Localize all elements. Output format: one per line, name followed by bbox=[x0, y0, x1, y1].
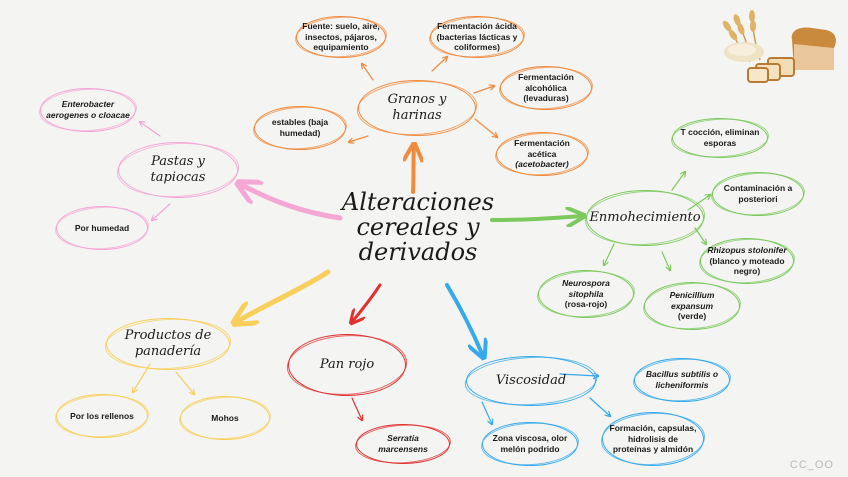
node-fuente[interactable]: Fuente: suelo, aire, insectos, pájaros, … bbox=[294, 14, 388, 60]
node-fuente-label: Fuente: suelo, aire, insectos, pájaros, … bbox=[302, 21, 380, 53]
node-penicillium[interactable]: Penicillium expansum (verde) bbox=[641, 280, 743, 332]
node-mohos-label: Mohos bbox=[211, 412, 239, 423]
node-fermentacion-alcoholica-label: Fermentación alcohólica (levaduras) bbox=[518, 72, 574, 104]
node-granos-harinas[interactable]: Granos y harinas bbox=[355, 78, 479, 138]
central-title-line2: cereales y bbox=[356, 213, 480, 242]
central-title-line3: derivados bbox=[358, 238, 478, 267]
node-neurospora[interactable]: Neurospora sitophila (rosa-rojo) bbox=[535, 268, 637, 320]
node-enterobacter[interactable]: Enterobacter aerogenes o cloacae bbox=[38, 86, 138, 134]
central-title-line1: Alteraciones bbox=[341, 188, 495, 216]
node-fermentacion-alcoholica[interactable]: Fermentación alcohólica (levaduras) bbox=[498, 64, 594, 112]
node-granos-harinas-label: Granos y harinas bbox=[387, 91, 447, 123]
node-formacion-label: Formación, capsulas, hidrolisis de prote… bbox=[609, 423, 697, 455]
node-estables[interactable]: estables (baja humedad) bbox=[252, 104, 348, 152]
node-acetobacter-label: (acetobacter) bbox=[515, 159, 569, 170]
node-viscosidad[interactable]: Viscosidad bbox=[463, 353, 599, 409]
node-productos-panaderia[interactable]: Productos de panadería bbox=[103, 315, 233, 373]
node-por-rellenos[interactable]: Por los rellenos bbox=[54, 392, 150, 440]
node-bacillus-label: Bacillus subtilis o licheniformis bbox=[645, 369, 719, 390]
node-coccion-label: T cocción, eliminan esporas bbox=[680, 127, 760, 148]
node-zona-viscosa-label: Zona viscosa, olor melón podrido bbox=[492, 433, 568, 454]
node-enterobacter-label: Enterobacter aerogenes o cloacae bbox=[46, 99, 130, 120]
watermark-text: CC_OO bbox=[789, 459, 834, 471]
node-coccion[interactable]: T cocción, eliminan esporas bbox=[670, 116, 770, 160]
node-contaminacion-label: Contaminación a posteriori bbox=[723, 183, 793, 204]
node-viscosidad-label: Viscosidad bbox=[495, 372, 567, 388]
node-fermentacion-acetica[interactable]: Fermentación acética (acetobacter) bbox=[494, 130, 590, 178]
node-contaminacion[interactable]: Contaminación a posteriori bbox=[710, 170, 806, 218]
node-enmohecimiento[interactable]: Enmohecimiento bbox=[583, 188, 707, 248]
node-fermentacion-acida[interactable]: Fermentación ácida (bacterias lácticas y… bbox=[428, 14, 526, 60]
node-zona-viscosa[interactable]: Zona viscosa, olor melón podrido bbox=[480, 420, 580, 468]
node-bacillus[interactable]: Bacillus subtilis o licheniformis bbox=[632, 356, 732, 404]
bread-wheat-illustration bbox=[722, 10, 836, 83]
node-fermentacion-acetica-label: Fermentación acética bbox=[514, 138, 570, 159]
node-por-rellenos-label: Por los rellenos bbox=[70, 410, 134, 421]
branch-arrow-panrojo bbox=[352, 283, 382, 322]
node-productos-panaderia-label: Productos de panadería bbox=[124, 327, 212, 359]
branch-arrow-granos bbox=[413, 146, 414, 194]
node-por-humedad-label: Por humedad bbox=[74, 222, 130, 233]
node-pan-rojo[interactable]: Pan rojo bbox=[285, 332, 409, 398]
node-penicillium-desc: (verde) bbox=[677, 311, 707, 322]
node-estables-label: estables (baja humedad) bbox=[271, 117, 329, 138]
branch-arrow-enmohecimiento bbox=[490, 216, 582, 220]
node-por-humedad[interactable]: Por humedad bbox=[54, 204, 150, 252]
node-pan-rojo-label: Pan rojo bbox=[319, 356, 375, 372]
node-penicillium-name: Penicillium expansum bbox=[669, 290, 715, 311]
node-neurospora-name: Neurospora sitophila bbox=[562, 278, 610, 299]
node-pastas-tapiocas-label: Pastas y tapiocas bbox=[150, 153, 206, 185]
node-rhizopus[interactable]: Rhizopus stolonifer (blanco y moteado ne… bbox=[697, 236, 797, 286]
node-serratia[interactable]: Serratia marcensens bbox=[354, 422, 452, 466]
node-enmohecimiento-label: Enmohecimiento bbox=[589, 209, 701, 225]
node-neurospora-desc: (rosa-rojo) bbox=[564, 299, 608, 310]
node-pastas-tapiocas[interactable]: Pastas y tapiocas bbox=[115, 139, 241, 201]
central-title: Alteraciones cereales y derivados bbox=[338, 188, 498, 267]
node-fermentacion-acida-label: Fermentación ácida (bacterias lácticas y… bbox=[436, 21, 518, 53]
branch-arrow-viscosidad bbox=[445, 283, 483, 356]
node-formacion[interactable]: Formación, capsulas, hidrolisis de prote… bbox=[599, 410, 707, 468]
node-serratia-label: Serratia marcensens bbox=[378, 433, 428, 454]
branch-arrow-pastas bbox=[240, 184, 343, 221]
node-rhizopus-name: Rhizopus stolonifer bbox=[707, 245, 787, 256]
node-rhizopus-desc: (blanco y moteado negro) bbox=[709, 255, 785, 277]
node-mohos[interactable]: Mohos bbox=[178, 394, 272, 442]
branch-arrow-panaderia bbox=[236, 269, 331, 322]
